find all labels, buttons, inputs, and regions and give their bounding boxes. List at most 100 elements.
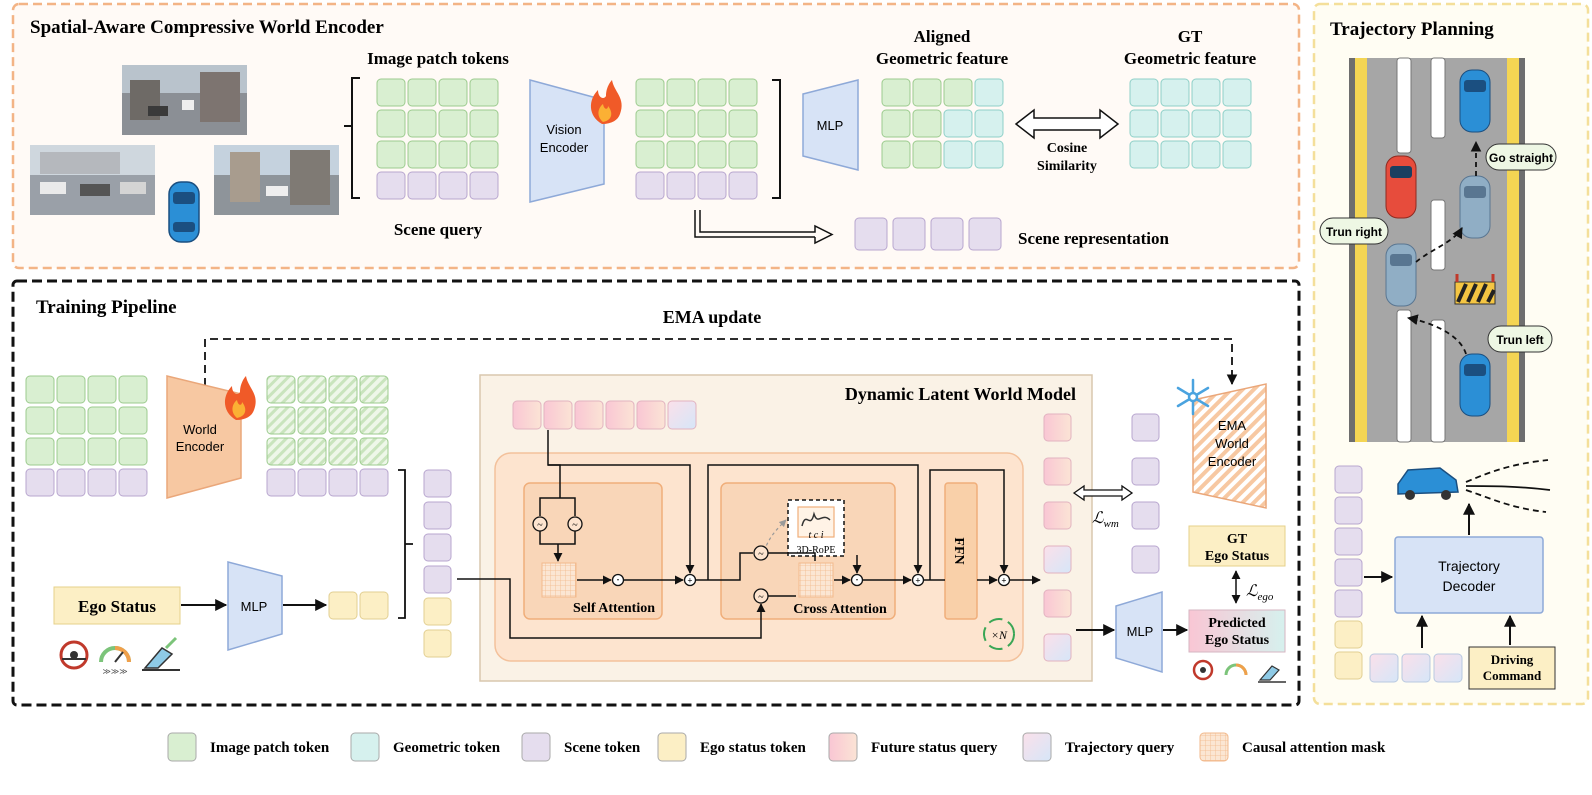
planning-path-arrows	[1406, 140, 1482, 355]
predicted-ego-status-box	[1188, 609, 1286, 653]
legend-swatch	[1199, 732, 1229, 762]
token-cell	[469, 140, 499, 169]
turn-right-bubble: Trun right	[1319, 217, 1389, 245]
masked-token-cell	[266, 437, 296, 466]
token-cell	[881, 109, 911, 138]
scene-rep-token	[930, 217, 964, 251]
output-mlp-block	[1115, 590, 1163, 674]
token-cell	[118, 437, 148, 466]
future-query-token	[512, 400, 542, 430]
scene-token-cell	[266, 468, 296, 497]
planning-column-token	[1334, 465, 1363, 494]
svg-text:~: ~	[537, 520, 543, 531]
token-cell	[1222, 109, 1252, 138]
ghost-car-right	[1385, 243, 1417, 307]
trainable-flame-icon	[590, 80, 622, 124]
token-cell	[635, 109, 665, 138]
token-cell	[438, 109, 468, 138]
token-cell	[56, 375, 86, 404]
scene-rep-token	[968, 217, 1002, 251]
ffn-block	[944, 482, 978, 620]
token-cell	[728, 140, 758, 169]
legend-swatch	[167, 732, 197, 762]
masked-token-cell	[328, 406, 358, 435]
token-cell	[25, 375, 55, 404]
token-cell	[469, 109, 499, 138]
input-column-token	[423, 469, 452, 498]
training-section-title: Training Pipeline	[36, 297, 177, 318]
token-cell	[407, 140, 437, 169]
mlp-align-block	[802, 79, 859, 171]
transformer-flow-lines	[457, 430, 1041, 639]
image-patch-tokens-label: Image patch tokens	[367, 49, 509, 68]
svg-text:~: ~	[758, 592, 764, 603]
encoded-token-grid	[635, 78, 758, 200]
token-cell	[881, 140, 911, 169]
legend-label: Image patch token	[210, 740, 330, 756]
svg-text:×N: ×N	[991, 628, 1008, 642]
input-column-token	[423, 533, 452, 562]
token-cell	[697, 171, 727, 200]
masked-token-cell	[297, 406, 327, 435]
world-model-input-column	[423, 469, 452, 658]
cross-attention-mask	[798, 562, 834, 598]
token-cell	[1160, 109, 1190, 138]
ema-update-label: EMA update	[663, 307, 762, 327]
vision-encoder-block	[529, 79, 605, 203]
future-query-token	[667, 400, 697, 430]
token-cell	[407, 78, 437, 107]
output-column-token	[1043, 589, 1072, 618]
red-car	[1385, 155, 1417, 219]
road-scene	[1349, 57, 1525, 443]
predicted-steering-icon	[1192, 659, 1214, 681]
token-cell	[376, 109, 406, 138]
svg-text:Go straight: Go straight	[1489, 151, 1553, 165]
output-column-token	[1043, 501, 1072, 530]
gt-ego-status-box	[1188, 525, 1286, 567]
masked-token-cell	[359, 406, 389, 435]
loss-wm-label: ℒwm	[1092, 510, 1119, 530]
trajectory-query-token	[1369, 653, 1399, 683]
output-mlp-label: MLP	[1127, 624, 1154, 639]
world-encoded-grid	[266, 375, 389, 497]
loss-ego-label: ℒego	[1246, 583, 1274, 603]
target-scene-token	[1131, 545, 1160, 574]
legend-swatch	[657, 732, 687, 762]
legend-swatch	[1022, 732, 1052, 762]
world-encoder-block	[166, 375, 242, 499]
predicted-pedal-icon	[1258, 665, 1286, 683]
steering-wheel-icon	[59, 640, 89, 670]
masked-token-cell	[359, 437, 389, 466]
trajectory-decoder-block	[1394, 536, 1544, 614]
planning-column-token	[1334, 620, 1363, 649]
scene-rep-token	[892, 217, 926, 251]
rope-label: 3D-RoPE	[797, 545, 836, 556]
image-patch-grid	[376, 78, 499, 200]
target-token-column	[1131, 413, 1160, 574]
target-scene-token	[1131, 413, 1160, 442]
ffn-label: FFN	[951, 537, 966, 564]
masked-token-cell	[328, 375, 358, 404]
scene-token-cell	[359, 468, 389, 497]
ema-world-encoder-block	[1192, 383, 1267, 509]
left-bracket	[344, 77, 360, 199]
future-query-token	[605, 400, 635, 430]
dlwm-title: Dynamic Latent World Model	[845, 384, 1076, 404]
scene-token-cell	[328, 468, 358, 497]
token-cell	[25, 437, 55, 466]
masked-token-cell	[297, 375, 327, 404]
future-query-token	[543, 400, 573, 430]
token-cell	[87, 437, 117, 466]
speedometer-icon: ≫≫≫	[99, 646, 131, 676]
ghost-car-straight	[1459, 175, 1491, 239]
token-cell	[635, 140, 665, 169]
trajectory-query-tokens	[1369, 653, 1463, 683]
trajectory-query-token	[1433, 653, 1463, 683]
future-query-token	[636, 400, 666, 430]
rope-symbols: t c i	[809, 530, 824, 541]
token-cell	[943, 140, 973, 169]
token-cell	[376, 140, 406, 169]
